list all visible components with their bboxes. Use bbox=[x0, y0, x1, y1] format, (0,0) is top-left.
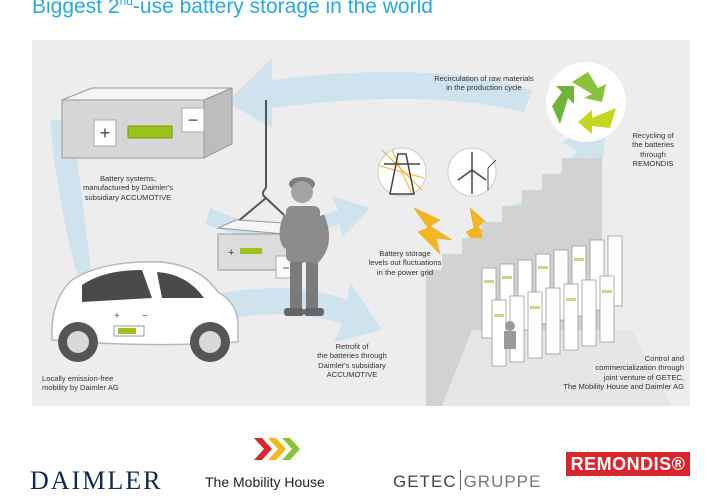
wind-turbine-icon bbox=[447, 147, 497, 197]
svg-text:−: − bbox=[188, 110, 199, 130]
label-recycling: Recycling of the batteries through REMON… bbox=[632, 131, 674, 169]
svg-text:+: + bbox=[228, 247, 234, 259]
recycling-icon bbox=[546, 62, 626, 142]
label-mobility: Locally emission-free mobility by Daimle… bbox=[42, 374, 119, 393]
worker-figure bbox=[279, 177, 329, 316]
svg-text:+: + bbox=[100, 123, 111, 143]
diagram-illustration: + − + − bbox=[50, 58, 672, 406]
svg-text:−: − bbox=[282, 261, 289, 275]
svg-text:+: + bbox=[114, 311, 120, 322]
svg-text:−: − bbox=[142, 311, 148, 322]
power-pylon-icon bbox=[377, 147, 427, 197]
mobility-house-chevrons-icon bbox=[254, 438, 300, 460]
daimler-logo: DAIMLER bbox=[30, 466, 163, 495]
label-retrofit: Retrofit of the batteries through Daimle… bbox=[317, 342, 387, 380]
top-flow-arrow bbox=[227, 58, 532, 128]
large-battery-icon: + − bbox=[61, 87, 233, 159]
label-battery-systems: Battery systems, manufactured by Daimler… bbox=[82, 174, 174, 202]
warehouse-racks bbox=[426, 158, 672, 406]
left-flow-arrow bbox=[50, 120, 110, 325]
page-title: Biggest 2nd-use battery storage in the w… bbox=[32, 0, 433, 18]
label-storage: Battery storage levels out fluctuations … bbox=[368, 249, 442, 277]
electric-car-icon: + − bbox=[51, 261, 239, 362]
mobility-house-logo: The Mobility House bbox=[205, 474, 325, 490]
remondis-logo: REMONDIS® bbox=[566, 452, 690, 476]
diagram-panel: + − + − bbox=[32, 40, 690, 406]
label-recirculation: Recirculation of raw materials in the pr… bbox=[434, 74, 534, 93]
label-control: Control and commercialization through jo… bbox=[563, 354, 684, 392]
